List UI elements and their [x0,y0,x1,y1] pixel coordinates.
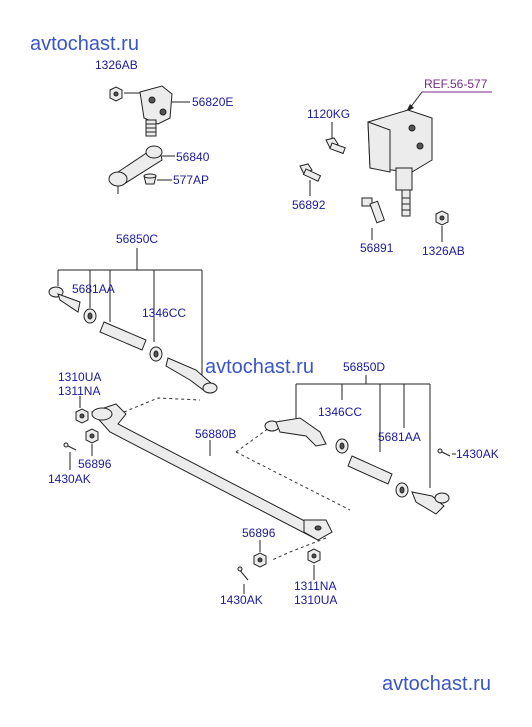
adjusting-tube-left [99,321,147,351]
nut-1346cc-right [335,438,349,454]
adjusting-tube-right [347,455,393,485]
watermark-bottom: avtochast.ru [382,673,491,695]
nut-1310ua-left [75,408,89,424]
label-1310ua-left: 1310UA [58,370,101,384]
castle-nut-56896-bottom [253,552,267,568]
nut-5681aa-right [395,482,409,498]
nut-1326ab-top [109,86,123,102]
tie-rod-end-left-outer [48,286,81,313]
label-1346cc-right: 1346CC [318,405,362,419]
tie-rod-end-right-inner [264,417,327,447]
label-1311na-left: 1311NA [58,384,100,398]
nut-1346cc-left [149,346,163,362]
label-1430ak-right: 1430AK [456,447,499,461]
nut-1311na-bottom [307,548,321,564]
label-56892: 56892 [292,198,326,212]
watermark-middle: avtochast.ru [205,356,314,378]
label-1346cc-left: 1346CC [142,306,186,320]
label-56850d: 56850D [343,360,385,374]
castle-nut-56896-left [85,428,99,444]
label-1430ak-bottom: 1430AK [220,593,263,607]
label-56840: 56840 [176,150,210,164]
label-1326ab-right: 1326AB [422,244,465,258]
label-1326ab-top: 1326AB [95,58,138,72]
label-56896-bottom: 56896 [242,526,276,540]
label-56896-left: 56896 [78,457,112,471]
cotter-pin-1430ak-right [437,448,451,457]
label-1310ua-bottom: 1310UA [294,593,337,607]
tie-rod-end-left-inner [165,357,218,394]
label-1311na-bottom: 1311NA [294,579,336,593]
cotter-pin-1430ak-bottom [237,566,249,581]
cap-577ap [143,173,157,185]
label-5681aa-left: 5681AA [72,282,115,296]
tie-rod-end-right-outer [411,491,450,515]
steering-gear-box [367,109,433,217]
label-56850c: 56850C [116,232,158,246]
label-1120kg: 1120KG [307,107,350,121]
center-link-56880b [91,403,333,541]
bolt-1120kg [325,137,346,155]
label-56891: 56891 [360,241,394,255]
label-56820e: 56820E [192,95,233,109]
label-577ap: 577AP [173,173,209,187]
nut-5681aa-left [83,308,97,324]
label-56880b: 56880B [195,427,236,441]
label-5681aa-right: 5681AA [378,430,421,444]
idler-arm-bracket-56820e [139,85,173,137]
idler-arm-56840 [108,145,163,194]
pin-56891 [361,197,385,224]
label-ref-56-577: REF.56-577 [424,77,488,91]
watermark-top: avtochast.ru [30,33,139,55]
cotter-pin-1430ak-left [63,442,77,451]
label-1430ak-left: 1430AK [48,472,91,486]
bolt-56892 [299,163,322,182]
nut-1326ab-right [435,210,449,226]
